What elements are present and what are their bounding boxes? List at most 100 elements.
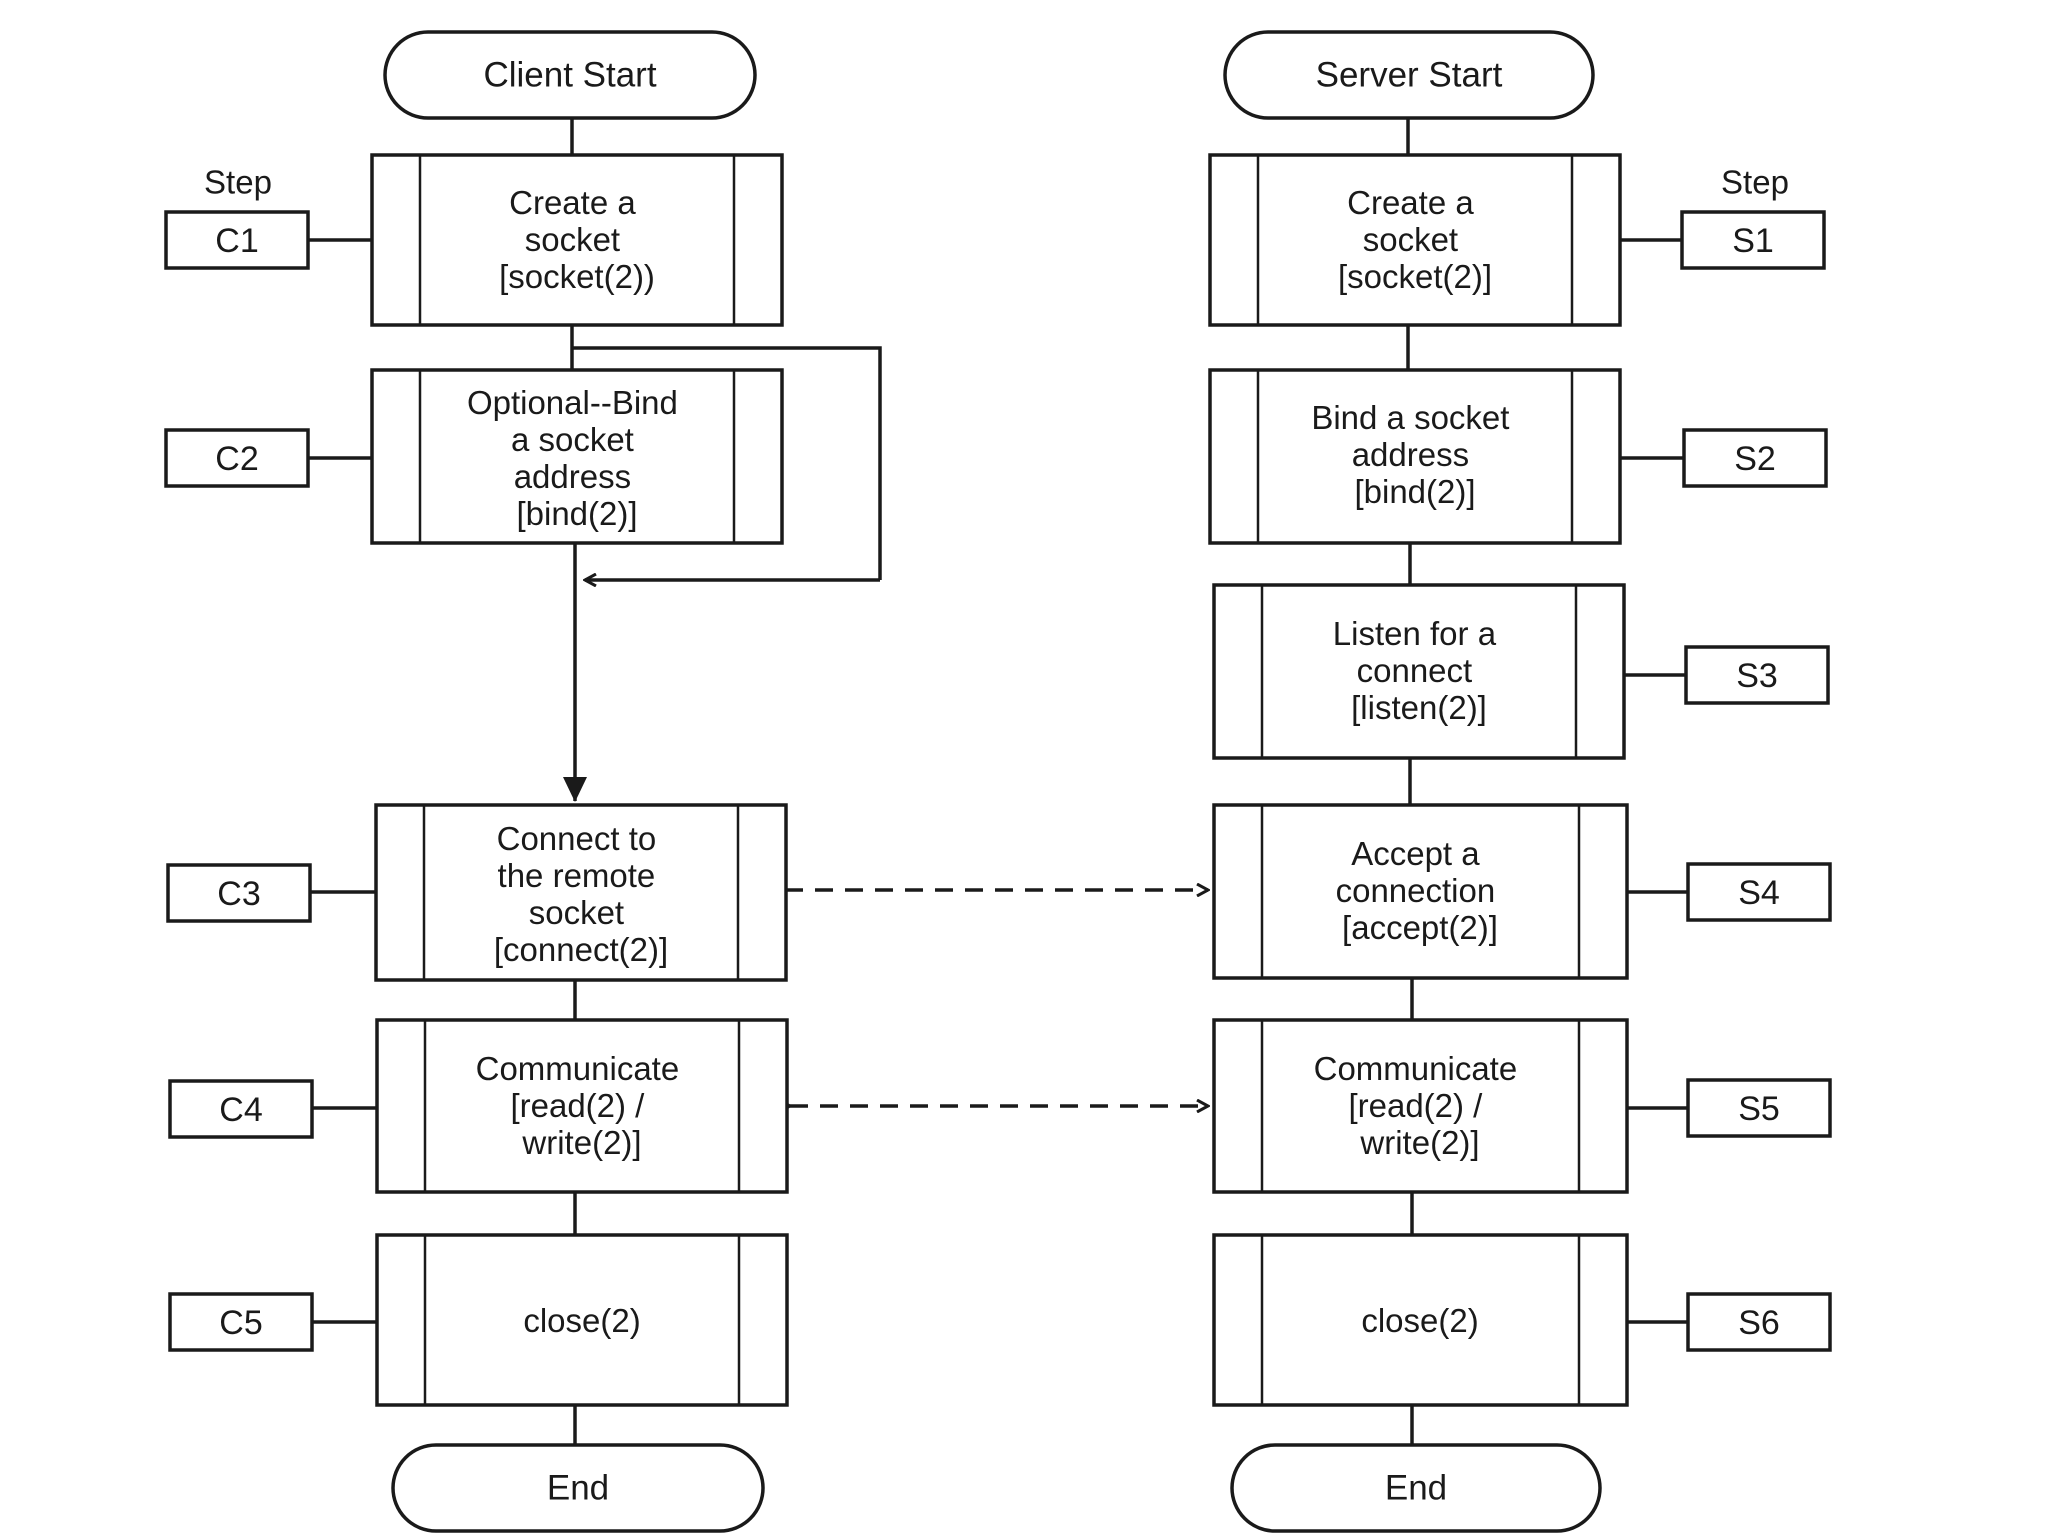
step-label-s3: S3	[1736, 657, 1778, 695]
process-label-s6: close(2)	[1361, 1302, 1478, 1339]
client-step-c5: close(2) C5	[168, 1233, 789, 1407]
label-line: Listen for a	[1333, 615, 1497, 652]
step-box-c5	[168, 1292, 314, 1352]
label-line: [read(2) /	[1348, 1087, 1483, 1124]
server-step-s2: Bind a socket address [bind(2)] S2	[1208, 368, 1828, 545]
process-label-s4: Accept a connection [accept(2)]	[1336, 835, 1505, 946]
label-line: socket	[529, 894, 624, 931]
process-box-s6	[1212, 1233, 1629, 1407]
process-label-c2: Optional--Bind a socket address [bind(2)…	[467, 384, 687, 532]
step-box-c2	[164, 428, 310, 488]
process-label-s5: Communicate [read(2) / write(2)]	[1314, 1050, 1527, 1161]
step-label-c3: C3	[217, 875, 260, 913]
server-connectors	[1406, 118, 1414, 1445]
step-box-c3	[166, 863, 312, 923]
server-step-header: Step	[1721, 164, 1789, 201]
label-line: [bind(2)]	[516, 495, 637, 532]
label-line: close(2)	[1361, 1302, 1478, 1339]
label-line: [connect(2)]	[494, 931, 668, 968]
process-box-s3	[1212, 583, 1626, 760]
client-start-label: Client Start	[483, 56, 656, 95]
label-line: [accept(2)]	[1342, 909, 1498, 946]
step-label-s5: S5	[1738, 1090, 1780, 1128]
label-line: connect	[1357, 652, 1473, 689]
label-line: socket	[525, 221, 620, 258]
process-box-c1	[370, 153, 784, 327]
client-start-shape	[383, 30, 757, 120]
cross-connectors	[785, 890, 1208, 1106]
label-line: Optional--Bind	[467, 384, 678, 421]
step-label-c4: C4	[219, 1091, 262, 1129]
label-line: [read(2) /	[510, 1087, 645, 1124]
step-box-s6	[1686, 1292, 1832, 1352]
label-line: [bind(2)]	[1354, 473, 1475, 510]
label-line: the remote	[498, 857, 656, 894]
server-start-label: Server Start	[1316, 56, 1503, 95]
step-box-s5	[1686, 1078, 1832, 1138]
client-step-c4: Communicate [read(2) / write(2)] C4	[168, 1018, 789, 1194]
label-line: Communicate	[476, 1050, 680, 1087]
process-label-c3: Connect to the remote socket [connect(2)…	[494, 820, 668, 968]
step-box-c1	[164, 210, 310, 270]
label-line: Communicate	[1314, 1050, 1518, 1087]
server-start-terminal: Server Start	[1223, 30, 1595, 120]
process-box-s1	[1208, 153, 1622, 327]
step-box-s2	[1682, 428, 1828, 488]
step-label-s2: S2	[1734, 440, 1776, 478]
server-step-s5: Communicate [read(2) / write(2)] S5	[1212, 1018, 1832, 1194]
label-line: Create a	[1347, 184, 1474, 221]
label-line: write(2)]	[1359, 1124, 1479, 1161]
process-label-c5: close(2)	[523, 1302, 640, 1339]
step-box-s3	[1684, 645, 1830, 705]
label-line: close(2)	[523, 1302, 640, 1339]
step-label-s1: S1	[1732, 222, 1774, 260]
label-line: address	[514, 458, 631, 495]
server-step-s4: Accept a connection [accept(2)] S4	[1212, 803, 1832, 980]
label-line: write(2)]	[521, 1124, 641, 1161]
label-line: a socket	[511, 421, 634, 458]
client-start-terminal: Client Start	[383, 30, 757, 120]
client-step-c3: Connect to the remote socket [connect(2)…	[166, 803, 788, 982]
process-label-s2: Bind a socket address [bind(2)]	[1311, 399, 1518, 510]
label-line: socket	[1363, 221, 1458, 258]
server-end-terminal: End	[1230, 1443, 1602, 1533]
process-box-s5	[1212, 1018, 1629, 1194]
step-label-c1: C1	[215, 222, 258, 260]
process-box-s2	[1208, 368, 1622, 545]
client-step-c2: Optional--Bind a socket address [bind(2)…	[164, 368, 784, 545]
client-step-c1: Create a socket [socket(2)) C1	[164, 153, 784, 327]
server-step-s6: close(2) S6	[1212, 1233, 1832, 1407]
process-label-s3: Listen for a connect [listen(2)]	[1333, 615, 1505, 726]
step-box-s1	[1680, 210, 1826, 270]
process-label-c4: Communicate [read(2) / write(2)]	[476, 1050, 689, 1161]
server-end-label: End	[1385, 1469, 1447, 1508]
server-step-s3: Listen for a connect [listen(2)] S3	[1212, 583, 1830, 760]
server-step-s1: Create a socket [socket(2)] S1	[1208, 153, 1826, 327]
client-connectors	[563, 118, 882, 1445]
label-line: Bind a socket	[1311, 399, 1509, 436]
process-box-c2	[370, 368, 784, 545]
label-line: connection	[1336, 872, 1496, 909]
server-end-shape	[1230, 1443, 1602, 1533]
step-box-c4	[168, 1079, 314, 1139]
process-label-c1: Create a socket [socket(2))	[499, 184, 655, 295]
label-line: [socket(2))	[499, 258, 655, 295]
process-label-s1: Create a socket [socket(2)]	[1338, 184, 1492, 295]
label-line: [socket(2)]	[1338, 258, 1492, 295]
step-box-s4	[1686, 862, 1832, 922]
client-end-terminal: End	[391, 1443, 765, 1533]
step-label-c5: C5	[219, 1304, 262, 1342]
client-end-label: End	[547, 1469, 609, 1508]
step-label-s4: S4	[1738, 874, 1780, 912]
label-line: address	[1352, 436, 1469, 473]
client-step-header: Step	[204, 164, 272, 201]
process-box-c4	[375, 1018, 789, 1194]
process-box-c3	[374, 803, 788, 982]
process-box-c5	[375, 1233, 789, 1407]
label-line: Connect to	[497, 820, 657, 857]
label-line: [listen(2)]	[1351, 689, 1487, 726]
label-line: Create a	[509, 184, 636, 221]
label-line: Accept a	[1351, 835, 1480, 872]
process-box-s4	[1212, 803, 1629, 980]
